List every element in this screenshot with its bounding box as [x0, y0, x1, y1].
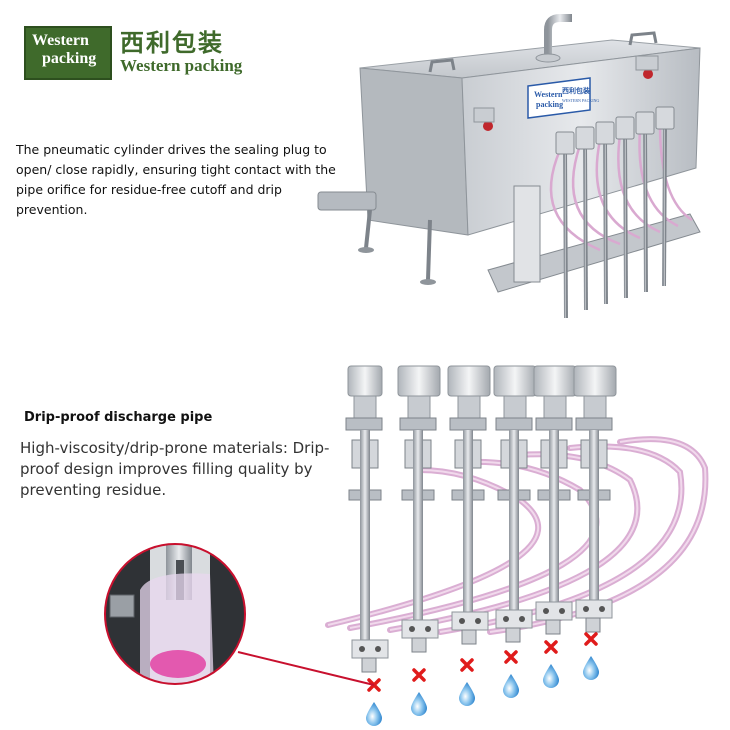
red-valve: [643, 69, 653, 79]
logo-wordmark: 西利包装 Western packing: [120, 30, 242, 76]
valve-assembly: [397, 365, 441, 653]
cross-icon: [412, 668, 426, 682]
nameplate-line1: Western: [534, 90, 563, 99]
pneumatic-cylinder: [317, 191, 377, 211]
droplet-icon: [459, 682, 475, 706]
machine-nameplate: [527, 77, 591, 119]
cross-icon: [544, 640, 558, 654]
droplet-icon: [411, 692, 427, 716]
nameplate-cn: 西利包装: [562, 86, 590, 95]
valve-assembly: [345, 365, 389, 673]
logo-badge-line2: packing: [42, 50, 97, 67]
discharge-pipes-illustration: [325, 365, 709, 726]
valve-assembly: [447, 365, 491, 645]
cross-icon: [584, 632, 598, 646]
logo-badge-line1: Western: [32, 32, 89, 49]
valve-heads-small: [555, 106, 675, 155]
tank-side: [359, 67, 469, 236]
droplet-icon: [583, 656, 599, 680]
cross-icon: [504, 650, 518, 664]
nozzle-closeup: [104, 543, 375, 686]
cylinder-description: The pneumatic cylinder drives the sealin…: [16, 142, 336, 217]
valve-assembly: [533, 365, 577, 635]
red-valve: [483, 121, 493, 131]
lid-handle: [428, 58, 456, 73]
nozzles-small: [563, 124, 667, 319]
droplet-icon: [503, 674, 519, 698]
filling-machine-illustration: Western packing 西利包装 WESTERN PACKING: [317, 14, 701, 319]
logo-english-name: Western packing: [120, 56, 243, 75]
nameplate-en: WESTERN PACKING: [562, 98, 599, 103]
lid-handle: [628, 31, 658, 46]
callout-line: [237, 651, 375, 686]
no-drip-cross-marks: [367, 632, 598, 692]
inlet-pipe: [544, 14, 572, 56]
droplet-icon: [543, 664, 559, 688]
valve-assembly: [573, 365, 617, 633]
droplet-icon: [366, 702, 382, 726]
cross-icon: [460, 658, 474, 672]
nameplate-line2: packing: [536, 100, 563, 109]
section-title: Drip-proof discharge pipe: [24, 410, 213, 425]
section-description: High-viscosity/drip-prone materials: Dri…: [20, 439, 330, 499]
guide-rail: [513, 185, 541, 283]
droplets: [366, 656, 599, 726]
valve-assembly: [493, 365, 537, 643]
brand-logo: Western packing 西利包装 Western packing: [24, 26, 242, 80]
logo-chinese-name: 西利包装: [120, 29, 224, 57]
logo-badge: Western packing: [24, 26, 112, 80]
